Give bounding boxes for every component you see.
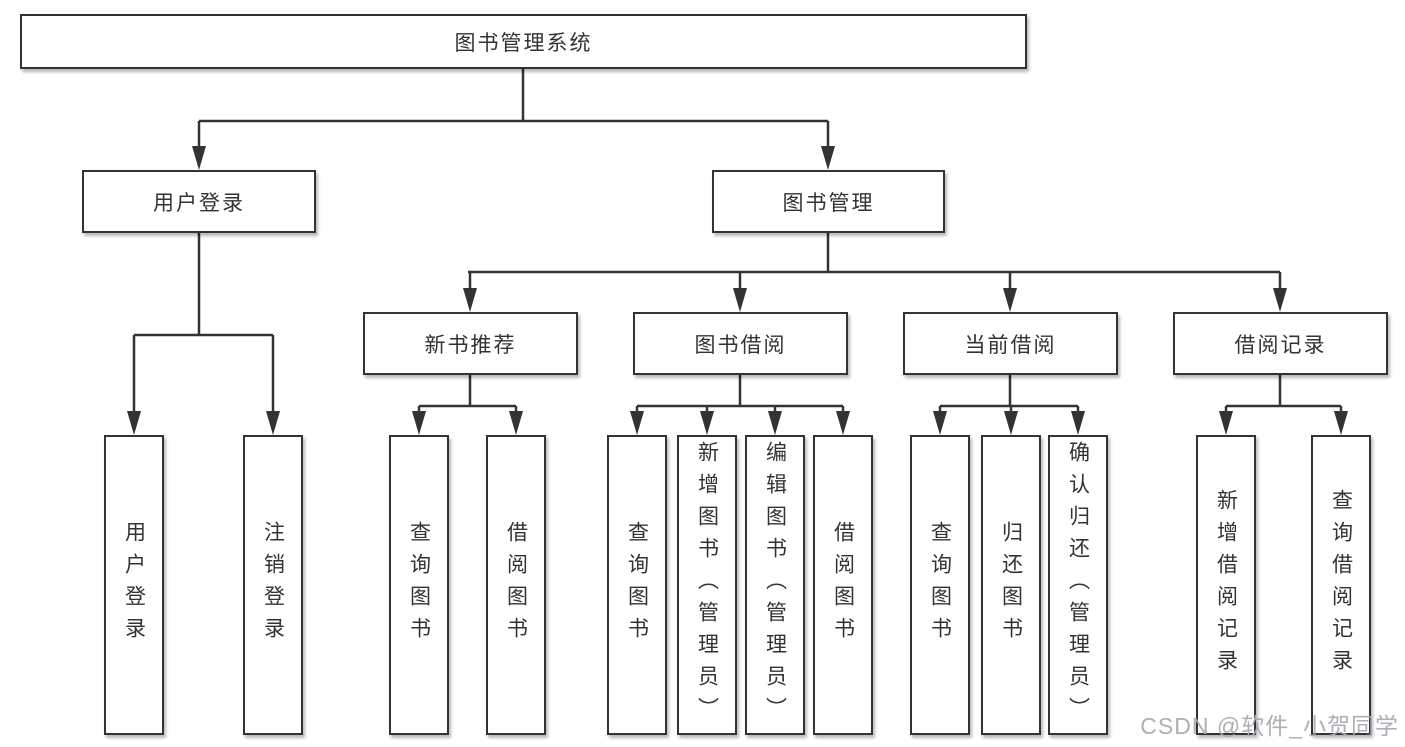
node-current-borrow: 当前借阅: [903, 312, 1118, 375]
leaf-current-query-book: 查询图书: [910, 435, 970, 735]
node-root-library-system: 图书管理系统: [20, 14, 1027, 69]
leaf-newrec-query-book: 查询图书: [389, 435, 449, 735]
leaf-current-return-book: 归还图书: [981, 435, 1041, 735]
leaf-current-confirm-return-admin: 确认归还（管理员）: [1048, 435, 1108, 735]
leaf-borrow-edit-book-admin: 编辑图书（管理员）: [745, 435, 805, 735]
node-new-book-recommend: 新书推荐: [363, 312, 578, 375]
node-user-login: 用户登录: [82, 170, 316, 233]
leaf-borrow-query-book: 查询图书: [607, 435, 667, 735]
csdn-watermark: CSDN @软件_小贺同学: [1140, 713, 1399, 739]
leaf-records-add-record: 新增借阅记录: [1196, 435, 1256, 735]
leaf-records-query-record: 查询借阅记录: [1311, 435, 1371, 735]
leaf-newrec-borrow-book: 借阅图书: [486, 435, 546, 735]
leaf-user-login: 用户登录: [104, 435, 164, 735]
arrowheads: [127, 146, 1348, 435]
node-borrow-records: 借阅记录: [1173, 312, 1388, 375]
leaf-logout-login: 注销登录: [243, 435, 303, 735]
leaf-borrow-add-book-admin: 新增图书（管理员）: [677, 435, 737, 735]
node-book-management: 图书管理: [712, 170, 945, 233]
leaf-borrow-borrow-book: 借阅图书: [813, 435, 873, 735]
node-book-borrow: 图书借阅: [633, 312, 848, 375]
